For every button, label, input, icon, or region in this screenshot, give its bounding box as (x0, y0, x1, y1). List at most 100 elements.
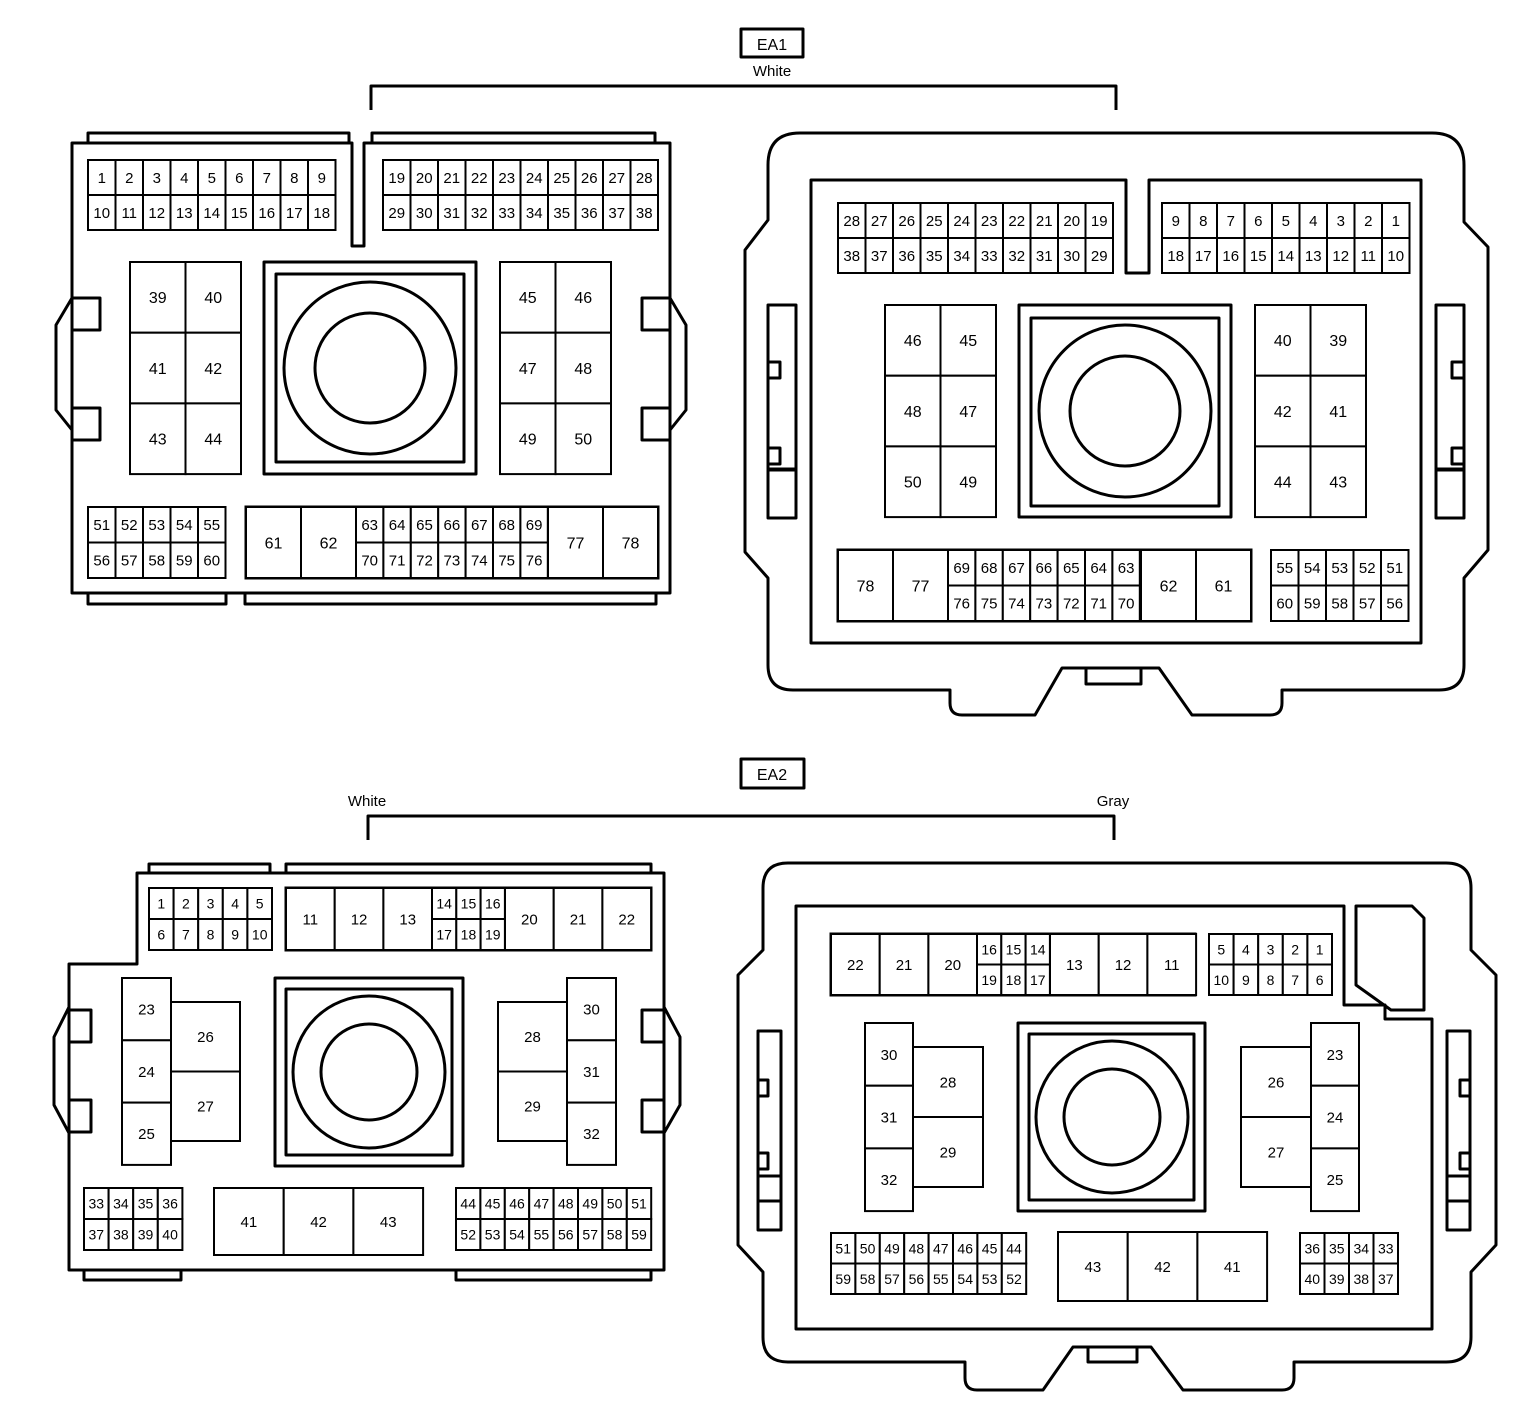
terminal-number: 31 (443, 205, 460, 222)
terminal-cavity (554, 261, 612, 334)
terminal-number: 39 (1329, 333, 1347, 350)
terminal-number: 27 (608, 170, 625, 187)
terminal-number: 39 (1329, 1271, 1345, 1287)
terminal-number: 45 (485, 1196, 501, 1212)
terminal-number: 24 (526, 170, 543, 187)
terminal-number: 63 (1118, 560, 1135, 577)
terminal-number: 52 (1006, 1271, 1022, 1287)
terminal-number: 27 (197, 1099, 214, 1116)
terminal-cavity (974, 584, 1004, 622)
terminal-number: 66 (444, 517, 461, 534)
side-lock-notch (756, 1151, 770, 1171)
terminal-number: 6 (157, 927, 165, 943)
terminal-number: 65 (416, 517, 433, 534)
terminal-cavity (1254, 445, 1312, 519)
terminal-number: 38 (113, 1227, 129, 1243)
connector-outline (67, 871, 666, 1272)
terminal-number: 48 (574, 361, 592, 378)
terminal-number: 38 (636, 205, 653, 222)
terminal-number: 22 (847, 957, 864, 974)
terminal-number: 54 (957, 1271, 973, 1287)
terminal-number: 7 (182, 927, 190, 943)
center-boss-inner (313, 311, 427, 425)
terminal-number: 3 (207, 896, 215, 912)
terminal-number: 76 (526, 553, 543, 570)
terminal-number: 29 (1091, 248, 1108, 265)
terminal-number: 75 (981, 596, 998, 613)
terminal-cavity (912, 1046, 984, 1118)
terminal-number: 32 (471, 205, 488, 222)
terminal-number: 44 (204, 432, 222, 449)
terminal-number: 15 (231, 205, 248, 222)
ea2-left-color-label: White (348, 793, 386, 810)
terminal-number: 53 (982, 1271, 998, 1287)
terminal-cavity (864, 1147, 914, 1213)
ea2-label-box (739, 757, 806, 790)
center-boss-inner (319, 1022, 419, 1122)
terminal-number: 54 (1304, 560, 1321, 577)
terminal-cavity (455, 1187, 482, 1220)
side-lock-notch (1450, 446, 1466, 466)
latch-tab (67, 1098, 93, 1134)
terminal-cavity (252, 159, 282, 196)
side-ear (54, 297, 74, 431)
terminal-cavity (927, 933, 979, 996)
terminal-number: 22 (1008, 213, 1025, 230)
terminal-number: 53 (148, 517, 165, 534)
terminal-number: 2 (1364, 213, 1372, 230)
terminal-number: 8 (1199, 213, 1207, 230)
terminal-number: 56 (1386, 596, 1403, 613)
terminal-cavity (492, 541, 522, 579)
terminal-cavity (1146, 933, 1198, 996)
terminal-number: 60 (203, 553, 220, 570)
side-lock (1434, 303, 1466, 471)
terminal-number: 54 (509, 1227, 525, 1243)
terminal-number: 37 (89, 1227, 105, 1243)
terminal-cavity (1111, 584, 1141, 622)
terminal-number: 16 (1222, 248, 1239, 265)
terminal-cavity (1299, 1262, 1326, 1295)
terminal-number: 56 (558, 1227, 574, 1243)
terminal-number: 41 (1329, 404, 1347, 421)
terminal-number: 75 (498, 553, 515, 570)
terminal-cavity (864, 1084, 914, 1150)
center-frame-inner (1029, 316, 1221, 508)
terminal-number: 11 (303, 911, 319, 928)
terminal-number: 59 (1304, 596, 1321, 613)
terminal-cavity (1254, 304, 1312, 377)
terminal-number: 36 (581, 205, 598, 222)
terminal-cavity (479, 1218, 506, 1251)
terminal-number: 5 (256, 896, 264, 912)
terminal-number: 40 (1304, 1271, 1320, 1287)
center-frame (1016, 1021, 1207, 1213)
terminal-number: 16 (258, 205, 275, 222)
terminal-number: 64 (389, 517, 406, 534)
center-boss (1034, 1039, 1190, 1195)
terminal-cavity (503, 1218, 531, 1251)
terminal-number: 32 (1008, 248, 1025, 265)
terminal-cavity (1057, 1231, 1129, 1302)
terminal-number: 51 (1386, 560, 1403, 577)
outline-tab (284, 862, 653, 873)
terminal-cavity (1196, 1231, 1269, 1302)
terminal-cavity (170, 1001, 241, 1073)
terminal-cavity (1306, 963, 1334, 996)
terminal-number: 57 (884, 1271, 900, 1287)
terminal-number: 41 (149, 361, 167, 378)
terminal-cavity (1297, 549, 1327, 587)
terminal-cavity (552, 1218, 579, 1251)
terminal-number: 28 (524, 1029, 541, 1046)
terminal-number: 12 (148, 205, 165, 222)
terminal-cavity (566, 1101, 617, 1166)
terminal-cavity (601, 887, 653, 951)
terminal-cavity (184, 402, 242, 476)
terminal-number: 34 (113, 1196, 129, 1212)
terminal-number: 19 (981, 972, 997, 988)
terminal-number: 57 (121, 553, 138, 570)
terminal-number: 9 (1172, 213, 1180, 230)
terminal-cavity (121, 977, 172, 1042)
terminal-cavity (1097, 933, 1149, 996)
ea2-header: EA2 White Gray (348, 757, 1130, 840)
terminal-number: 77 (912, 578, 930, 595)
